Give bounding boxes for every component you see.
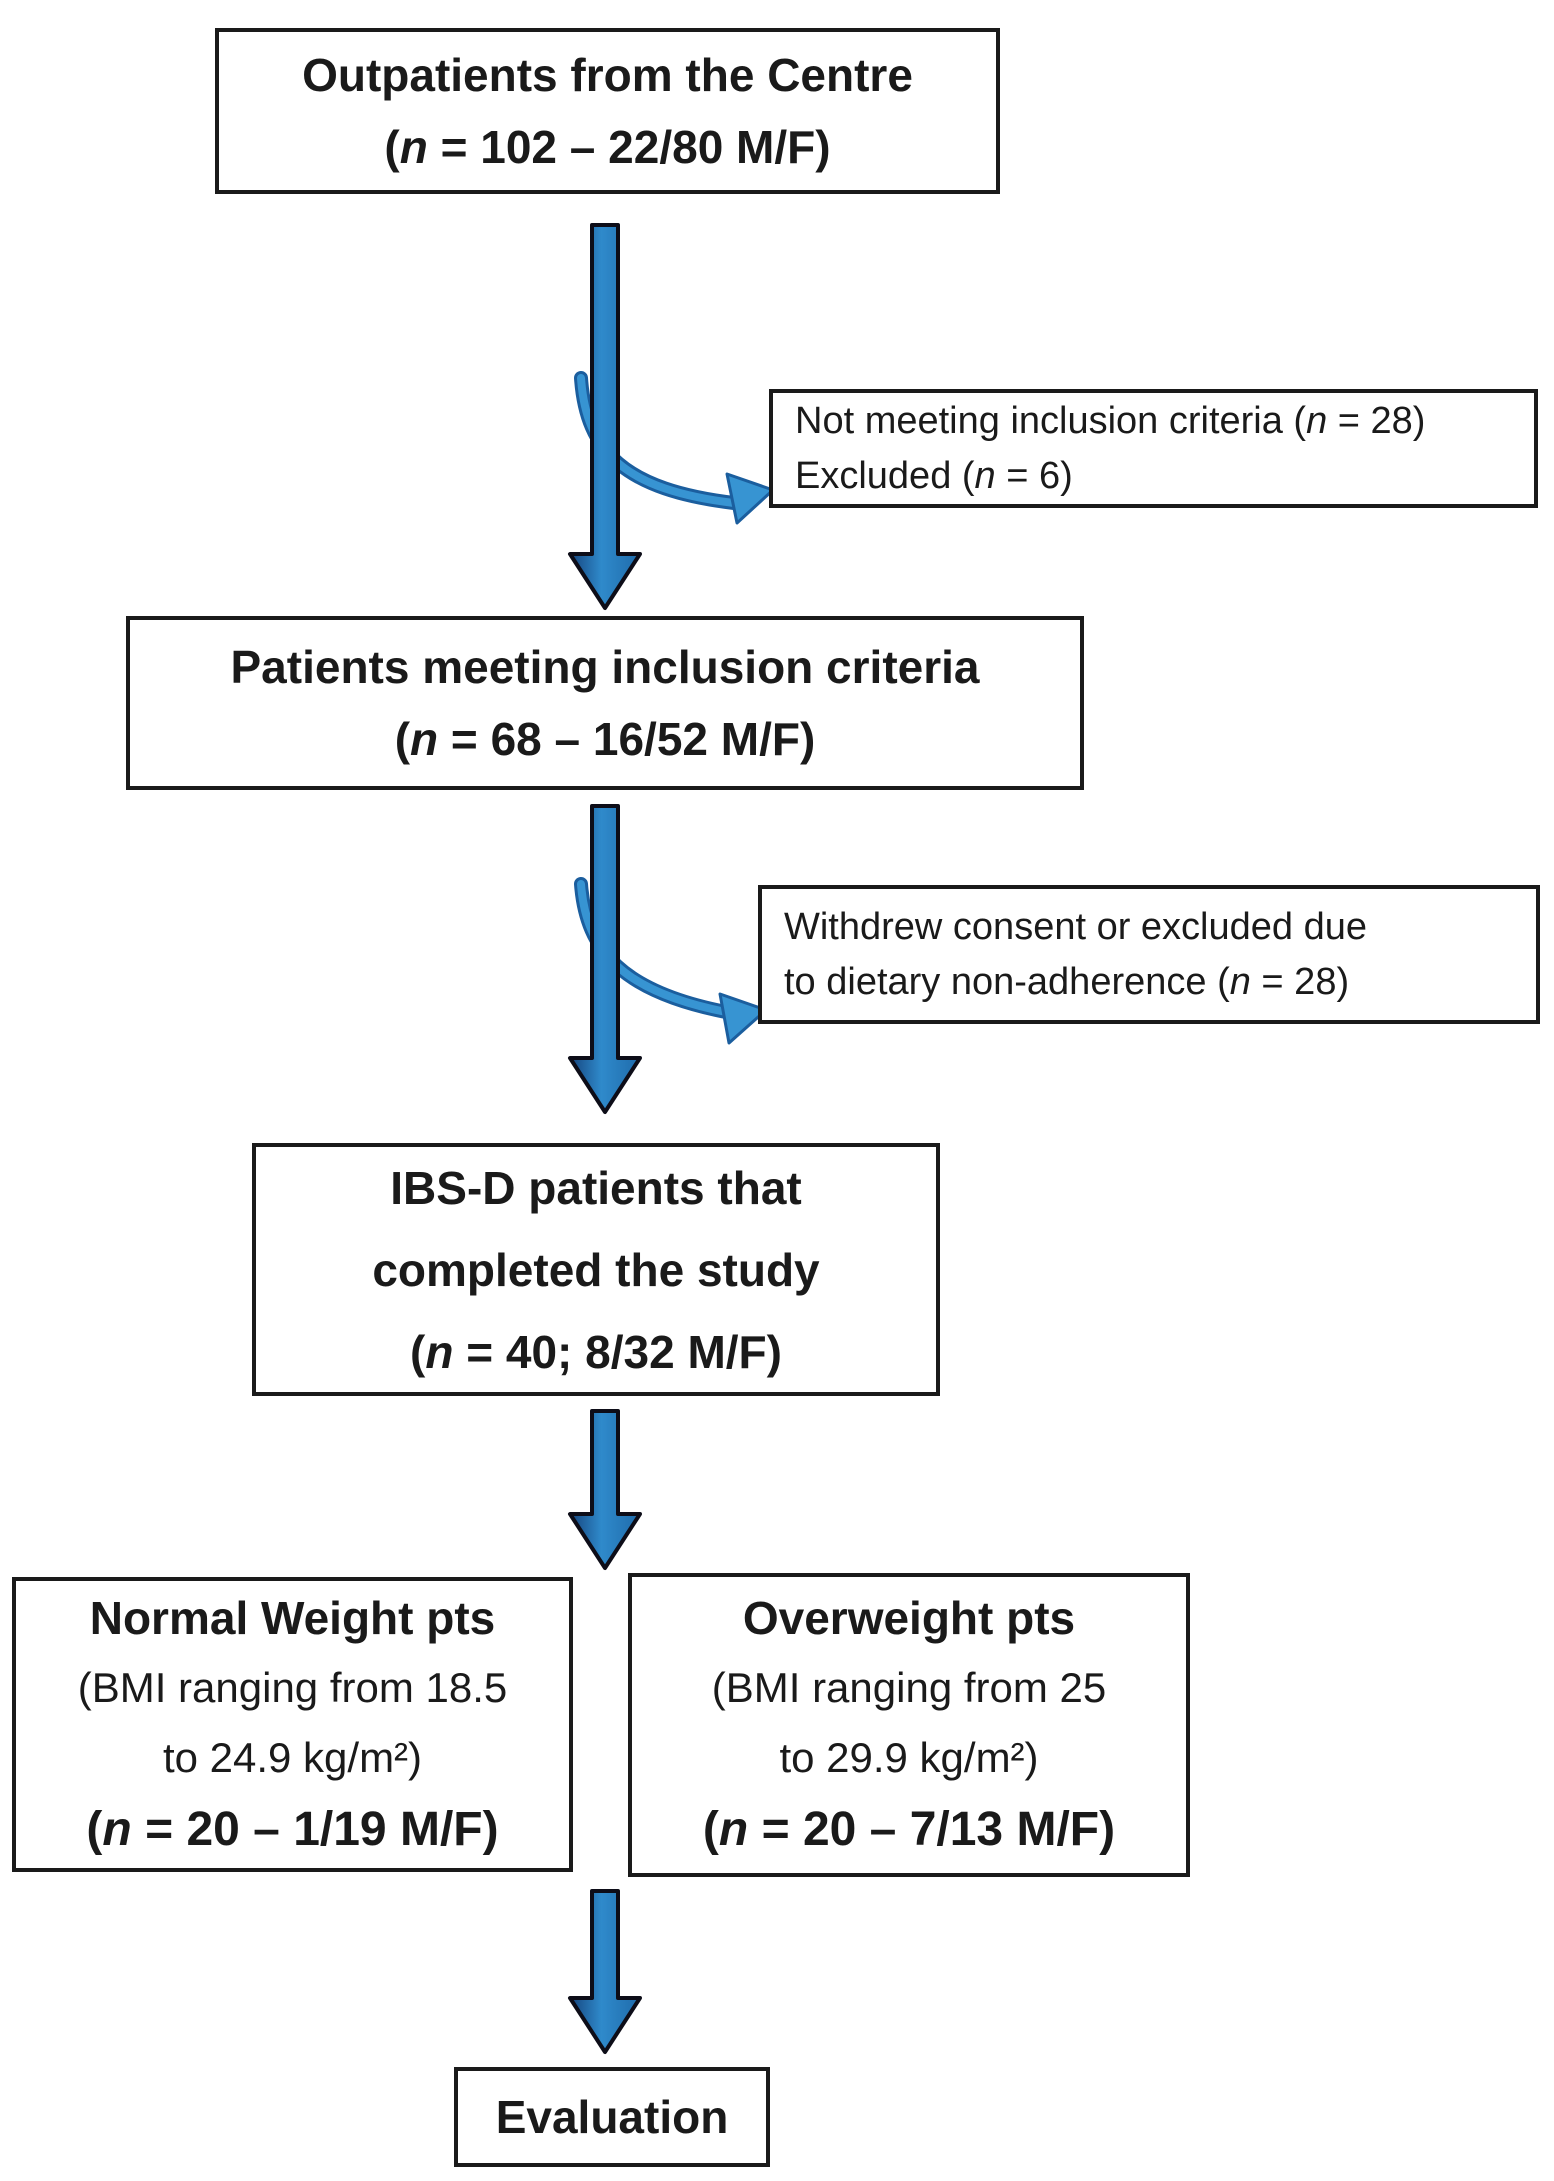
stat-rest: = 20 – 7/13 M/F): [748, 1803, 1116, 1856]
flow-box-not-meeting-criteria: Not meeting inclusion criteria (n = 28) …: [769, 389, 1538, 508]
stat-n-italic: n: [974, 454, 996, 497]
line-text: = 28): [1327, 399, 1426, 442]
stat-rest: = 40; 8/32 M/F): [453, 1325, 782, 1378]
flow-box-overweight: Overweight pts (BMI ranging from 25 to 2…: [628, 1573, 1190, 1877]
withdrew-line-1: Withdrew consent or excluded due: [784, 905, 1367, 948]
overweight-bmi-line-2: to 29.9 kg/m²): [779, 1734, 1039, 1781]
stat-open-paren: (: [86, 1802, 103, 1856]
not-meeting-line-1: Not meeting inclusion criteria (n = 28): [795, 394, 1425, 449]
normal-weight-stat: (n = 20 – 1/19 M/F): [86, 1793, 498, 1867]
overweight-bmi-line-1: (BMI ranging from 25: [711, 1664, 1107, 1711]
flow-box-normal-weight: Normal Weight pts (BMI ranging from 18.5…: [12, 1577, 573, 1872]
down-arrow-4: [568, 1889, 642, 2054]
stat-rest: = 68 – 16/52 M/F): [438, 713, 816, 765]
withdrew-line-2: to dietary non-adherence (n = 28): [784, 955, 1349, 1010]
normal-weight-title: Normal Weight pts: [89, 1591, 496, 1644]
stat-n-italic: n: [425, 1325, 454, 1378]
line-text: Not meeting inclusion criteria (: [795, 399, 1307, 442]
stat-open-paren: (: [394, 713, 411, 765]
normal-weight-bmi-line-2: to 24.9 kg/m²): [162, 1733, 423, 1781]
evaluation-title: Evaluation: [495, 2091, 729, 2143]
down-arrow-1: [568, 223, 642, 610]
meeting-stat: (n = 68 – 16/52 M/F): [395, 703, 816, 775]
normal-weight-bmi-line-1: (BMI ranging from 18.5: [77, 1663, 508, 1711]
line-text: Excluded (: [795, 454, 975, 497]
stat-rest: = 102 – 22/80 M/F): [427, 121, 831, 173]
outpatients-stat: (n = 102 – 22/80 M/F): [384, 111, 830, 183]
not-meeting-line-2: Excluded (n = 6): [795, 449, 1073, 504]
stat-open-paren: (: [410, 1325, 426, 1378]
flow-box-withdrew-consent: Withdrew consent or excluded due to diet…: [758, 885, 1540, 1024]
flow-box-ibsd-completed: IBS-D patients that completed the study …: [252, 1143, 940, 1396]
outpatients-title: Outpatients from the Centre: [302, 49, 913, 101]
meeting-title: Patients meeting inclusion criteria: [230, 641, 980, 693]
line-text: to dietary non-adherence (: [784, 960, 1230, 1003]
flow-box-evaluation: Evaluation: [454, 2067, 770, 2167]
stat-open-paren: (: [702, 1803, 719, 1856]
completed-title-line-2: completed the study: [372, 1243, 820, 1296]
down-arrow-3: [568, 1409, 642, 1570]
stat-n-italic: n: [410, 713, 439, 765]
stat-rest: = 20 – 1/19 M/F): [131, 1802, 499, 1856]
stat-n-italic: n: [1229, 960, 1251, 1003]
stat-n-italic: n: [1306, 399, 1328, 442]
stat-open-paren: (: [384, 121, 400, 173]
overweight-stat: (n = 20 – 7/13 M/F): [703, 1793, 1115, 1867]
flow-box-outpatients: Outpatients from the Centre (n = 102 – 2…: [215, 28, 1000, 194]
completed-title-line-1: IBS-D patients that: [390, 1161, 802, 1214]
down-arrow-2: [568, 804, 642, 1114]
line-text: = 6): [995, 454, 1073, 497]
flow-box-meeting-criteria: Patients meeting inclusion criteria (n =…: [126, 616, 1084, 790]
stat-n-italic: n: [718, 1803, 749, 1856]
line-text: = 28): [1250, 960, 1350, 1003]
stat-n-italic: n: [399, 121, 428, 173]
overweight-title: Overweight pts: [742, 1592, 1076, 1644]
completed-stat: (n = 40; 8/32 M/F): [410, 1311, 782, 1393]
stat-n-italic: n: [102, 1802, 132, 1856]
